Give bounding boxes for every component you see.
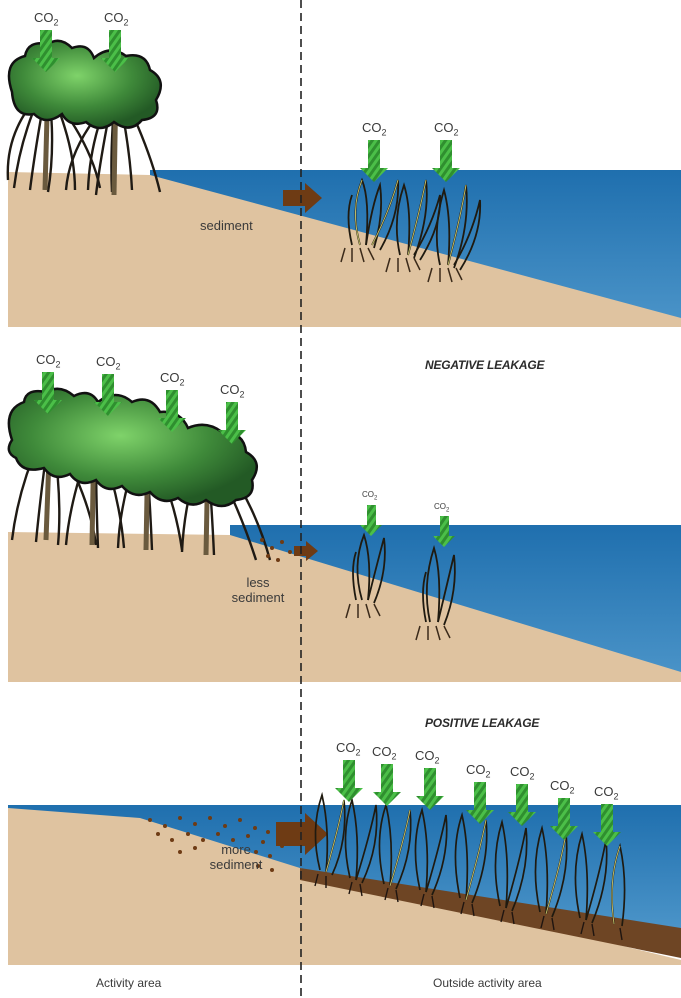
panel-middle: [8, 372, 681, 682]
co2-label: CO2: [434, 120, 459, 141]
panel-bottom: [8, 760, 681, 965]
negative-leakage-heading: NEGATIVE LEAKAGE: [425, 358, 544, 372]
panel-top: [8, 30, 681, 327]
activity-area-label: Activity area: [96, 976, 161, 990]
sediment-label: sediment: [200, 218, 253, 233]
co2-label: CO2: [362, 490, 377, 504]
co2-label: CO2: [104, 10, 129, 31]
co2-label: CO2: [96, 354, 121, 375]
less-label: less: [218, 575, 298, 590]
co2-label: CO2: [415, 748, 440, 769]
more-label: more: [196, 842, 276, 857]
co2-label: CO2: [550, 778, 575, 799]
co2-label: CO2: [160, 370, 185, 391]
positive-leakage-heading: POSITIVE LEAKAGE: [425, 716, 539, 730]
co2-label: CO2: [34, 10, 59, 31]
sediment-label-line: sediment: [218, 590, 298, 605]
mangrove-tree-icon: [9, 41, 161, 128]
co2-label: CO2: [466, 762, 491, 783]
less-sediment-label: less sediment: [218, 575, 298, 605]
co2-label: CO2: [336, 740, 361, 761]
wave-middle: [230, 515, 681, 525]
co2-label: CO2: [220, 382, 245, 403]
wave-top: [150, 160, 681, 170]
co2-label: CO2: [372, 744, 397, 765]
co2-label: CO2: [594, 784, 619, 805]
co2-label: CO2: [434, 502, 449, 516]
co2-label: CO2: [362, 120, 387, 141]
outside-activity-area-label: Outside activity area: [433, 976, 542, 990]
sediment-label-line: sediment: [196, 857, 276, 872]
co2-label: CO2: [510, 764, 535, 785]
co2-label: CO2: [36, 352, 61, 373]
more-sediment-label: more sediment: [196, 842, 276, 872]
